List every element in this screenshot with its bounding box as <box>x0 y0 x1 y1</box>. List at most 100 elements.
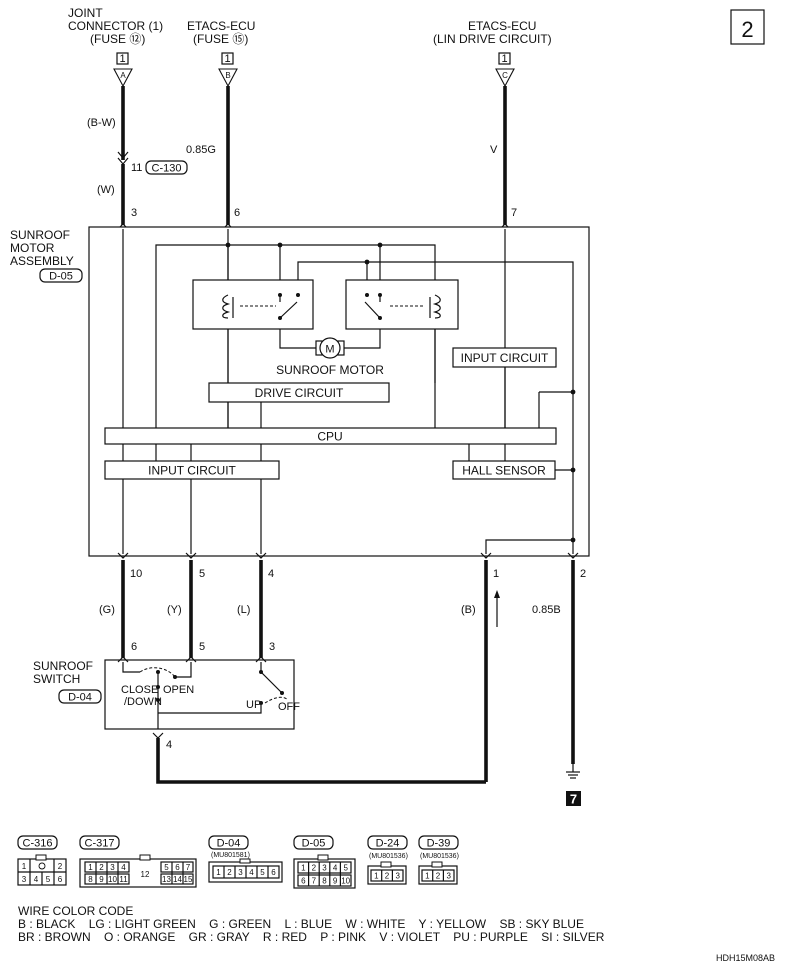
source-c-letter: C <box>502 71 508 80</box>
cpu-label: CPU <box>317 430 342 444</box>
svg-text:8: 8 <box>322 877 327 886</box>
source-a-tag: 1 <box>119 53 125 65</box>
svg-text:1: 1 <box>216 868 221 877</box>
svg-text:4: 4 <box>333 864 338 873</box>
motor-assembly-line2: MOTOR <box>10 241 55 255</box>
input-circuit-left-box <box>104 460 280 480</box>
switch-connector: D-04 <box>68 692 92 704</box>
pin-sw-5: 5 <box>199 641 205 653</box>
svg-text:6: 6 <box>301 877 306 886</box>
svg-text:2: 2 <box>99 863 104 872</box>
wire-sw5-color: (Y) <box>167 604 182 616</box>
source-b-line2: (FUSE ⑮) <box>193 32 248 46</box>
svg-text:11: 11 <box>119 875 128 884</box>
svg-text:1: 1 <box>22 862 27 871</box>
svg-text:4: 4 <box>34 875 39 884</box>
svg-text:6: 6 <box>58 875 63 884</box>
connector-d05: D-05 1 2 3 4 5 6 7 8 9 10 <box>293 835 356 889</box>
connector-c317-name: C-317 <box>85 838 115 850</box>
svg-text:5: 5 <box>46 875 51 884</box>
svg-text:1: 1 <box>301 864 306 873</box>
relay-left <box>192 279 314 330</box>
svg-text:1: 1 <box>425 872 430 881</box>
connector-d04-name: D-04 <box>217 838 241 850</box>
source-b-tag: 1 <box>224 53 230 65</box>
motor-assembly-line3: ASSEMBLY <box>10 254 74 268</box>
source-a-line2: CONNECTOR (1) <box>68 19 163 33</box>
svg-text:3: 3 <box>446 872 451 881</box>
source-a-line1: JOINT <box>68 6 103 20</box>
svg-text:3: 3 <box>22 875 27 884</box>
hall-sensor-label: HALL SENSOR <box>462 464 546 478</box>
cpu-box <box>104 427 557 445</box>
svg-text:2: 2 <box>58 862 63 871</box>
hall-sensor-box <box>452 460 556 480</box>
connector-c316-name: C-316 <box>23 838 53 850</box>
wire-color-code-line2: BR : BROWN O : ORANGE GR : GRAY R : RED … <box>18 930 605 944</box>
wire-a-bottom-color: (W) <box>97 184 115 196</box>
switch-label-line1: SUNROOF <box>33 659 93 673</box>
connector-d05-name: D-05 <box>302 838 326 850</box>
connector-d39-name: D-39 <box>427 838 451 850</box>
source-c-line2: (LIN DRIVE CIRCUIT) <box>433 32 552 46</box>
source-a-letter: A <box>120 71 126 80</box>
motor-assembly-line1: SUNROOF <box>10 228 70 242</box>
wire-a-pin: 11 <box>131 162 142 174</box>
switch-close-line2: /DOWN <box>124 696 162 708</box>
source-b: ETACS-ECU (FUSE ⑮) 1 B <box>187 19 255 88</box>
svg-text:8: 8 <box>88 875 93 884</box>
source-c-line1: ETACS-ECU <box>468 19 536 33</box>
source-b-line1: ETACS-ECU <box>187 19 255 33</box>
pin-bot-10: 10 <box>130 568 142 580</box>
ground-number-box <box>566 791 581 806</box>
drive-circuit-box <box>208 382 390 403</box>
connector-d24-name: D-24 <box>376 838 400 850</box>
connector-d39: D-39 (MU801536) 1 2 3 <box>418 835 459 885</box>
svg-text:9: 9 <box>99 875 104 884</box>
junction-dots <box>225 242 576 543</box>
connector-d39-part: (MU801536) <box>420 853 459 860</box>
pin-sw-6: 6 <box>131 641 137 653</box>
svg-text:14: 14 <box>173 875 182 884</box>
connector-d24-part: (MU801536) <box>369 853 408 860</box>
svg-text:4: 4 <box>249 868 254 877</box>
drawing-id: HDH15M08AB <box>716 953 775 963</box>
source-a: JOINT CONNECTOR (1) (FUSE ⑫) 1 A <box>68 6 163 88</box>
connector-d04: D-04 (MU801581) 1 2 3 4 5 6 <box>208 835 283 883</box>
pin-bot-1: 1 <box>493 568 499 580</box>
connector-d04-part: (MU801581) <box>211 852 250 859</box>
svg-text:2: 2 <box>312 864 317 873</box>
input-circuit-left-label: INPUT CIRCUIT <box>148 464 236 478</box>
pin-bot-2: 2 <box>580 568 586 580</box>
svg-text:10: 10 <box>341 877 350 886</box>
switch-up: UP <box>246 699 261 711</box>
drive-circuit-label: DRIVE CIRCUIT <box>255 386 344 400</box>
svg-text:M: M <box>325 344 334 356</box>
svg-text:3: 3 <box>110 863 115 872</box>
pin-top-6: 6 <box>234 207 240 219</box>
svg-text:7: 7 <box>312 877 317 886</box>
wire-color-code-line1: B : BLACK LG : LIGHT GREEN G : GREEN L :… <box>18 917 584 931</box>
source-c-tag: 1 <box>501 53 507 65</box>
ground-number: 7 <box>570 792 577 807</box>
wire-a-connector: C-130 <box>152 163 182 175</box>
svg-text:15: 15 <box>184 875 193 884</box>
page-number-box <box>730 9 765 45</box>
wire-sw4-loop <box>156 738 486 784</box>
wire-sw3-color: (L) <box>237 604 250 616</box>
relay-right <box>345 279 459 330</box>
connector-c316: C-316 1 2 3 4 5 6 <box>17 835 67 886</box>
svg-text:7: 7 <box>186 863 191 872</box>
input-circuit-right-box <box>452 347 557 368</box>
svg-text:5: 5 <box>260 868 265 877</box>
pin-bot-5: 5 <box>199 568 205 580</box>
svg-text:3: 3 <box>238 868 243 877</box>
svg-text:10: 10 <box>108 875 117 884</box>
switch-label-line2: SWITCH <box>33 672 80 686</box>
pin-top-7: 7 <box>511 207 517 219</box>
wire-sw6-color: (G) <box>99 604 115 616</box>
switch-off: OFF <box>278 701 300 713</box>
svg-text:1: 1 <box>374 872 379 881</box>
pin-top-3: 3 <box>131 207 137 219</box>
